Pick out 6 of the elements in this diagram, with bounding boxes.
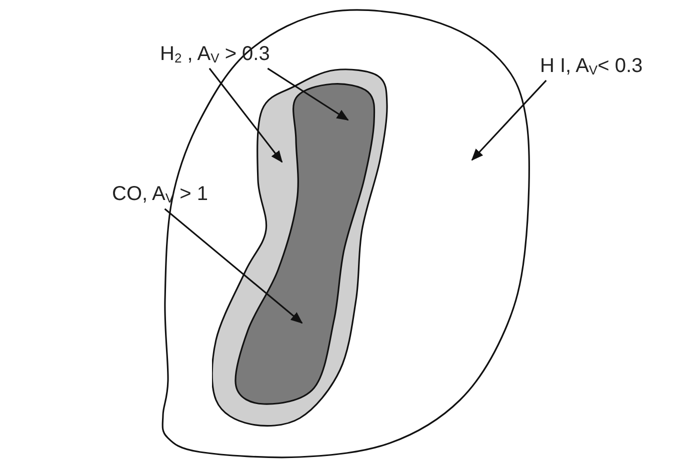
region-label: H$_{2}$ , A$_{V}$ > 0.3 — [160, 42, 270, 66]
arrow — [164, 208, 303, 324]
arrow — [267, 68, 349, 121]
arrow — [471, 80, 547, 161]
arrow — [208, 68, 283, 163]
region-label: H I, A$_{V}$< 0.3 — [540, 54, 643, 78]
